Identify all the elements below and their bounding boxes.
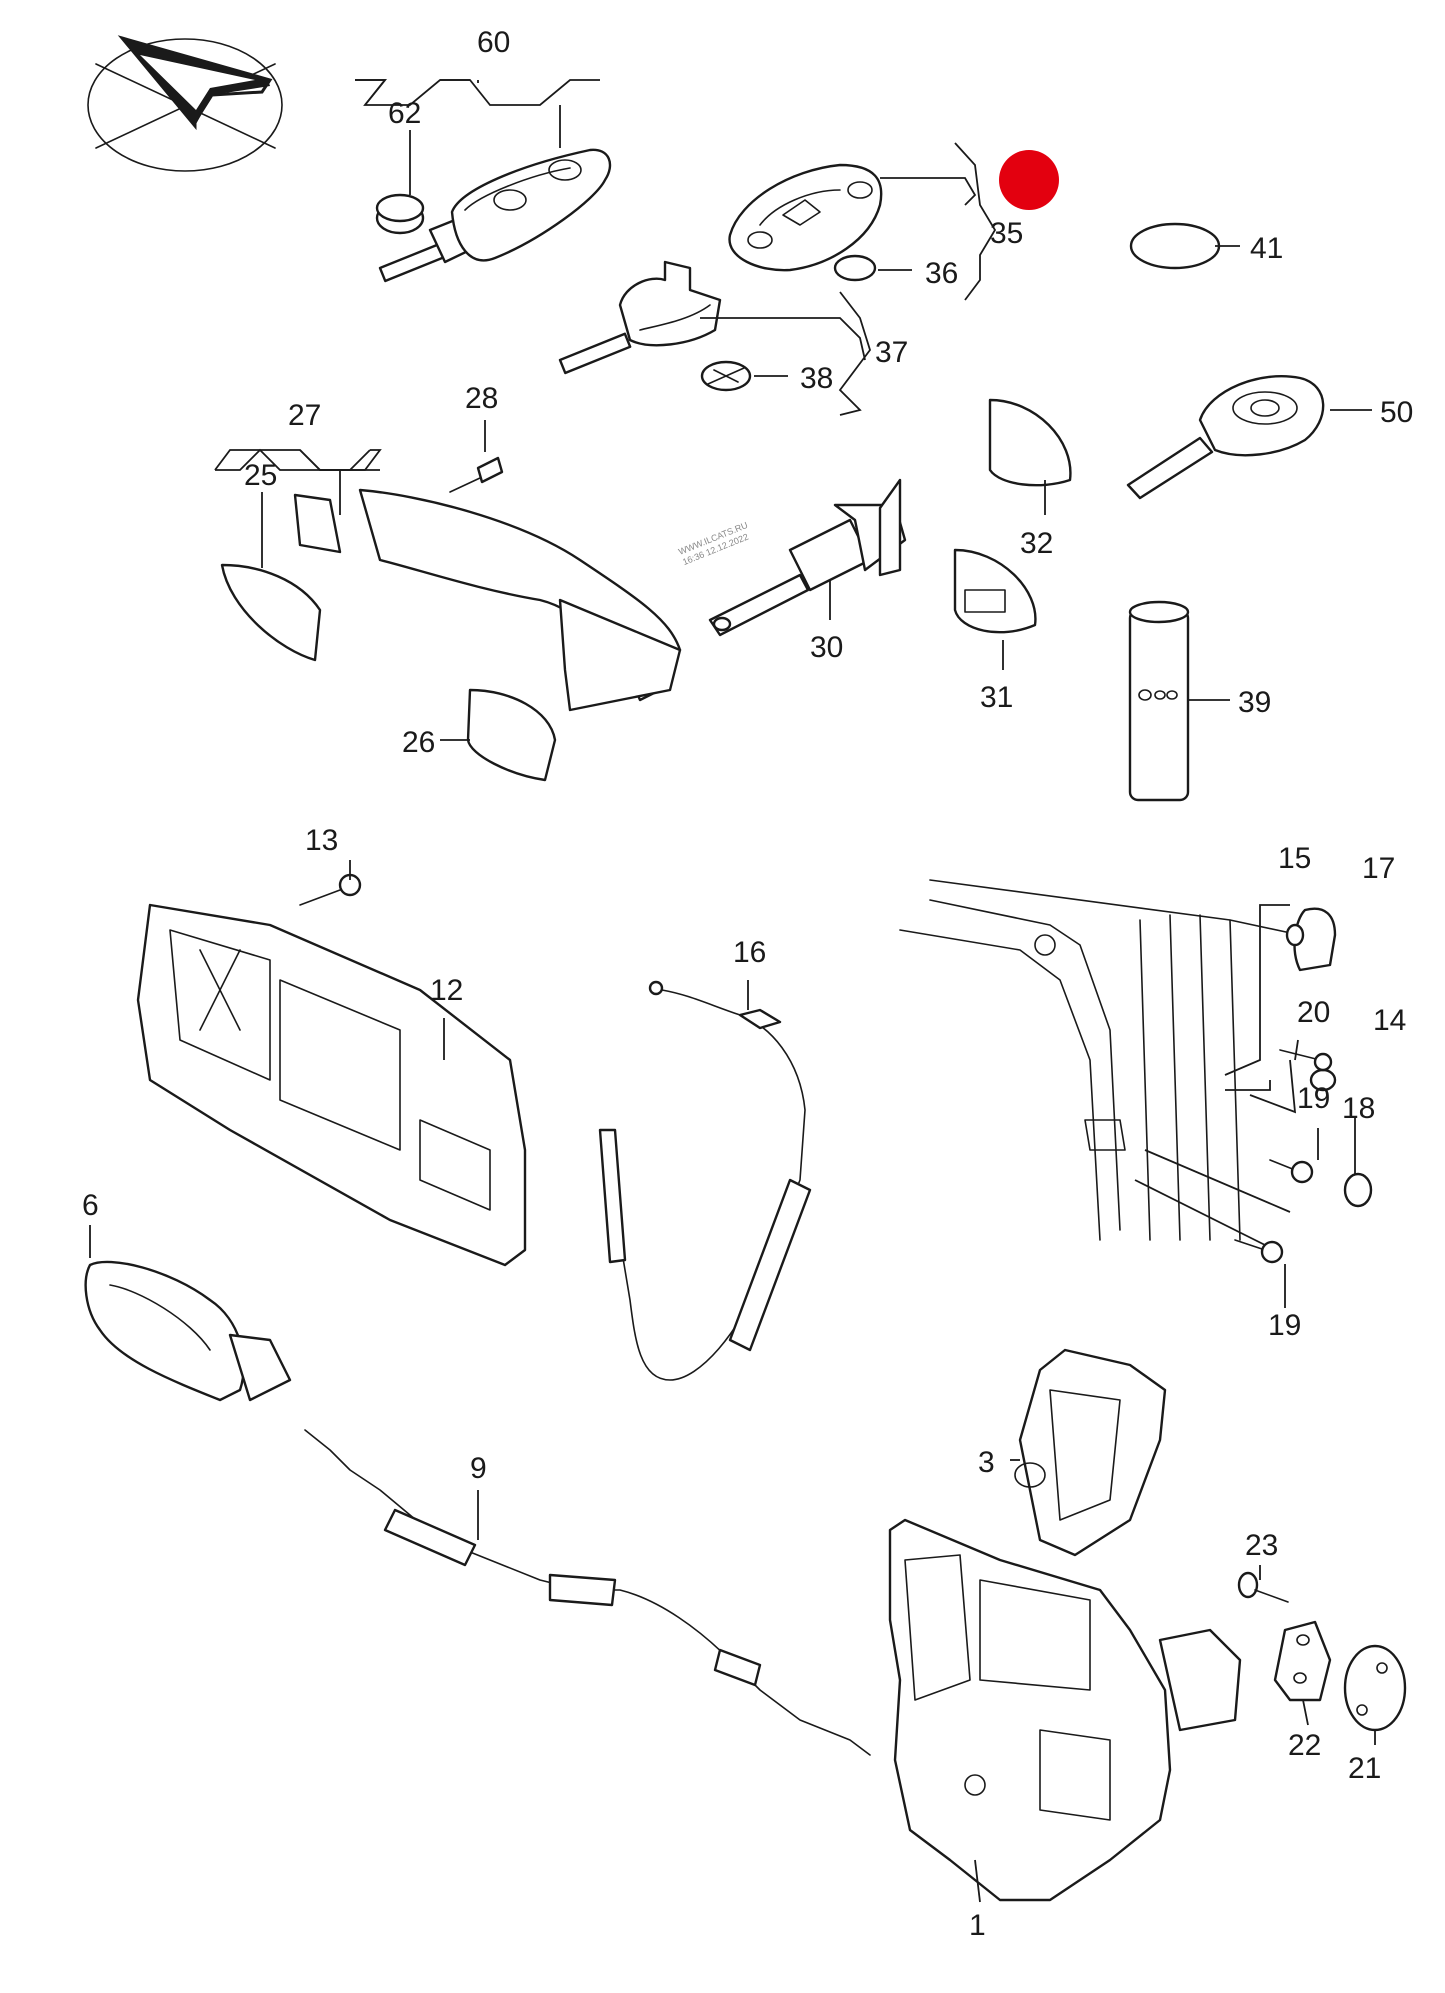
grease-tube-39[interactable]: [1128, 600, 1190, 802]
badge-38[interactable]: [700, 360, 752, 392]
plug-18[interactable]: [1343, 1172, 1373, 1208]
inner-handle-6[interactable]: [84, 1260, 292, 1402]
label-21[interactable]: 21: [1348, 1752, 1381, 1785]
label-41[interactable]: 41: [1250, 232, 1283, 265]
door-lock-1[interactable]: [888, 1518, 1242, 1902]
watermark: WWW.ILCATS.RU 16:36 12.12.2022: [677, 520, 750, 567]
label-23[interactable]: 23: [1245, 1529, 1278, 1562]
label-26[interactable]: 26: [402, 726, 435, 759]
label-19-lower[interactable]: 19: [1268, 1309, 1301, 1342]
leader-lines: [89, 79, 1376, 1903]
label-50[interactable]: 50: [1380, 396, 1413, 429]
bolt-20[interactable]: [1279, 1049, 1333, 1072]
label-6[interactable]: 6: [82, 1189, 99, 1222]
door-structure-section: [899, 879, 1301, 1241]
seal-ring-41[interactable]: [1129, 222, 1221, 270]
label-19-upper[interactable]: 19: [1297, 1082, 1330, 1115]
gasket-26[interactable]: [466, 688, 557, 782]
cable-16[interactable]: [598, 980, 812, 1381]
label-12[interactable]: 12: [430, 974, 463, 1007]
screw-13[interactable]: [299, 873, 362, 906]
bolt-19-upper[interactable]: [1269, 1159, 1314, 1184]
label-39[interactable]: 39: [1238, 686, 1271, 719]
washer-15[interactable]: [1285, 923, 1305, 947]
label-36[interactable]: 36: [925, 257, 958, 290]
screw-28[interactable]: [449, 456, 504, 493]
outer-handle-27[interactable]: [293, 488, 682, 712]
label-14[interactable]: 14: [1373, 1004, 1406, 1037]
label-28[interactable]: 28: [465, 382, 498, 415]
label-37[interactable]: 37: [875, 336, 908, 369]
bolt-19-lower[interactable]: [1234, 1239, 1284, 1264]
label-15[interactable]: 15: [1278, 842, 1311, 875]
label-62[interactable]: 62: [388, 97, 421, 130]
label-32[interactable]: 32: [1020, 527, 1053, 560]
label-22[interactable]: 22: [1288, 1729, 1321, 1762]
orientation-compass-icon: [87, 35, 283, 172]
label-16[interactable]: 16: [733, 936, 766, 969]
gasket-25[interactable]: [220, 563, 322, 662]
part-labels: 60 62 35 36 41 37 38 50 32 31 39 28 30 2…: [82, 26, 1413, 1942]
plate-21[interactable]: [1343, 1644, 1407, 1732]
label-38[interactable]: 38: [800, 362, 833, 395]
selection-marker[interactable]: [999, 150, 1059, 210]
label-25[interactable]: 25: [244, 459, 277, 492]
label-9[interactable]: 9: [470, 1452, 487, 1485]
cover-31[interactable]: [953, 548, 1037, 634]
battery-62[interactable]: [375, 193, 425, 235]
handle-carrier-12[interactable]: [136, 903, 527, 1267]
bracket-3[interactable]: [1014, 1348, 1167, 1557]
flip-key-60[interactable]: [378, 148, 612, 283]
label-27[interactable]: 27: [288, 399, 321, 432]
cap-32[interactable]: [988, 398, 1072, 487]
cable-9[interactable]: [304, 1429, 871, 1756]
label-30[interactable]: 30: [810, 631, 843, 664]
label-17[interactable]: 17: [1362, 852, 1395, 885]
label-20[interactable]: 20: [1297, 996, 1330, 1029]
label-1[interactable]: 1: [969, 1909, 986, 1942]
key-blade-37[interactable]: [558, 260, 722, 375]
bracket-22[interactable]: [1273, 1620, 1332, 1702]
screw-23[interactable]: [1237, 1571, 1289, 1603]
label-31[interactable]: 31: [980, 681, 1013, 714]
label-3[interactable]: 3: [978, 1446, 995, 1479]
label-35[interactable]: 35: [990, 217, 1023, 250]
label-18[interactable]: 18: [1342, 1092, 1375, 1125]
label-60[interactable]: 60: [477, 26, 510, 59]
key-50[interactable]: [1126, 375, 1325, 500]
lock-cylinder-30[interactable]: [708, 478, 907, 637]
remote-housing-35[interactable]: [728, 163, 883, 272]
label-13[interactable]: 13: [305, 824, 338, 857]
battery-36[interactable]: [833, 254, 877, 282]
